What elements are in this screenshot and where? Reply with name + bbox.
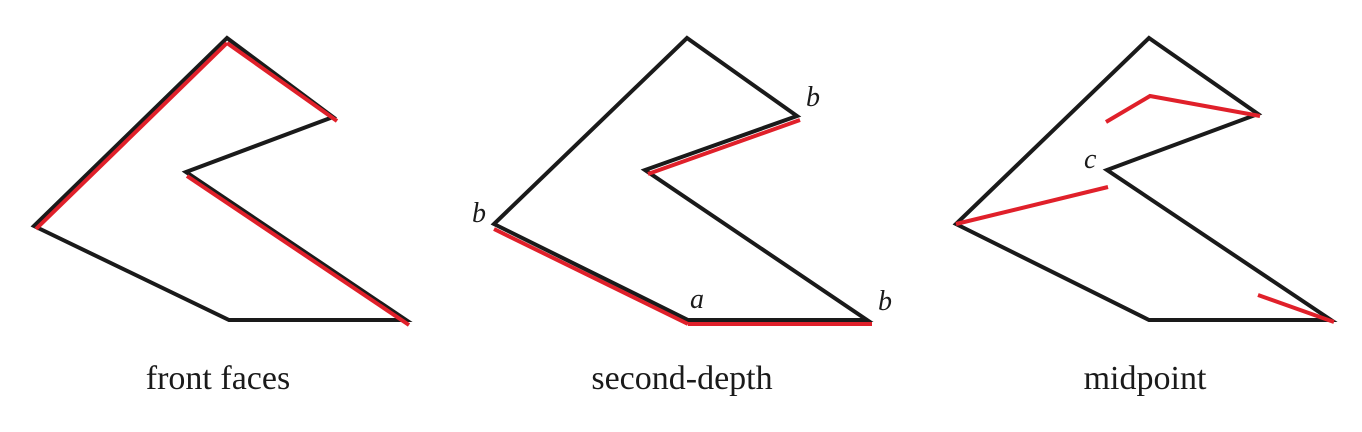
polygon-outline bbox=[490, 35, 874, 322]
front-face-segment bbox=[225, 41, 339, 123]
midpoint-segment bbox=[1104, 93, 1261, 124]
point-label-b: b bbox=[472, 198, 486, 229]
front-face-segment bbox=[185, 174, 411, 327]
panel-second-depth: b b a b bbox=[472, 35, 892, 326]
midpoint-segment bbox=[1257, 293, 1335, 324]
second-depth-segment bbox=[647, 118, 801, 176]
caption-front-faces: front faces bbox=[145, 360, 291, 397]
polygon-outline bbox=[952, 35, 1338, 322]
second-depth-segment bbox=[493, 227, 689, 326]
point-label-b: b bbox=[806, 82, 820, 113]
caption-midpoint: midpoint bbox=[1083, 360, 1207, 397]
front-face-segment bbox=[34, 41, 229, 231]
point-label-b: b bbox=[878, 286, 892, 317]
caption-second-depth: second-depth bbox=[591, 360, 773, 397]
panel-midpoint: c bbox=[952, 35, 1338, 324]
midpoint-segment bbox=[955, 185, 1109, 226]
point-label-a: a bbox=[690, 284, 704, 315]
panel-front-faces bbox=[30, 35, 413, 327]
point-label-c: c bbox=[1084, 144, 1097, 175]
